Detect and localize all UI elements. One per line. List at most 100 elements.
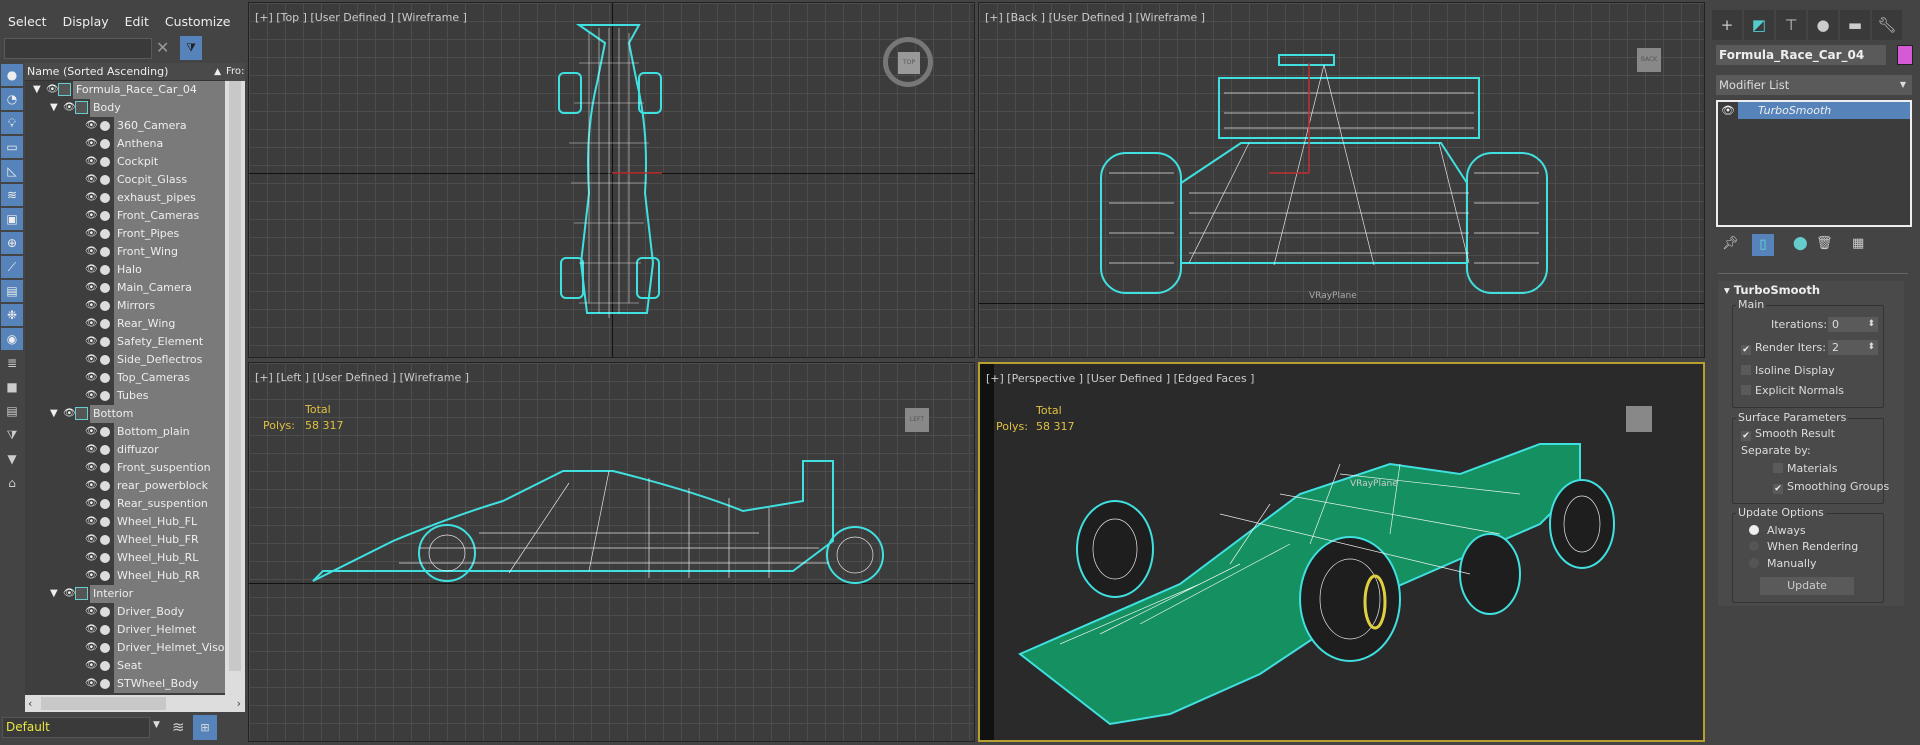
visibility-eye-icon[interactable]: 👁︎ [85, 462, 98, 473]
cameras-filter-icon[interactable]: ▭ [1, 136, 23, 158]
visibility-eye-icon[interactable]: 👁︎ [63, 102, 76, 113]
frozen-column-header[interactable]: Fro: [225, 63, 245, 81]
tree-row[interactable]: 👁︎Bottom_plain [25, 423, 225, 441]
viewport-label[interactable]: [+] [Perspective ] [User Defined ] [Edge… [986, 372, 1255, 385]
visibility-eye-icon[interactable]: 👁︎ [85, 192, 98, 203]
tree-row[interactable]: 👁︎rear_powerblock [25, 477, 225, 495]
viewport-top[interactable]: [+] [Top ] [User Defined ] [Wireframe ] … [248, 2, 975, 358]
expand-caret-icon[interactable]: ▼ [33, 84, 41, 95]
modifier-list-dropdown[interactable]: Modifier List▼ [1716, 75, 1912, 95]
visibility-eye-icon[interactable]: 👁︎ [85, 660, 98, 671]
isoline-display-checkbox[interactable]: Isoline Display [1741, 364, 1835, 377]
visibility-eye-icon[interactable]: 👁︎ [46, 84, 59, 95]
spacewarps-filter-icon[interactable]: ≋ [1, 184, 23, 206]
select-all-icon[interactable]: ■ [1, 376, 23, 398]
hscroll-thumb[interactable] [41, 697, 166, 710]
viewport-left[interactable]: [+] [Left ] [User Defined ] [Wireframe ]… [248, 362, 975, 742]
invert-icon[interactable]: ▤ [1, 400, 23, 422]
filter-icon[interactable]: ⧩ [180, 36, 202, 60]
visibility-eye-icon[interactable]: 👁︎ [85, 480, 98, 491]
visibility-eye-icon[interactable]: 👁︎ [85, 444, 98, 455]
tree-row[interactable]: 👁︎Safety_Element [25, 333, 225, 351]
particles-filter-icon[interactable]: ❉ [1, 304, 23, 326]
visibility-eye-icon[interactable]: 👁︎ [85, 534, 98, 545]
utilities-tab-icon[interactable]: 🔧︎ [1872, 10, 1902, 40]
render-iters-spinner[interactable]: 2 [1828, 340, 1878, 355]
viewcube[interactable] [1626, 406, 1652, 432]
tree-row[interactable]: 👁︎Mirrors [25, 297, 225, 315]
visibility-eye-icon[interactable]: 👁︎ [85, 570, 98, 581]
tree-row[interactable]: ▼👁︎Formula_Race_Car_04 [25, 81, 225, 99]
manually-radio[interactable]: Manually [1749, 557, 1817, 570]
visibility-eye-icon[interactable]: 👁︎ [85, 390, 98, 401]
tree-row[interactable]: 👁︎Main_Camera [25, 279, 225, 297]
smoothing-groups-checkbox[interactable]: ✔Smoothing Groups [1773, 480, 1889, 494]
tree-row[interactable]: 👁︎360_Camera [25, 117, 225, 135]
when-rendering-radio[interactable]: When Rendering [1749, 540, 1858, 553]
bones-filter-icon[interactable]: ⟋ [1, 256, 23, 278]
viewport-back[interactable]: [+] [Back ] [User Defined ] [Wireframe ]… [978, 2, 1705, 358]
viewport-label[interactable]: [+] [Back ] [User Defined ] [Wireframe ] [985, 11, 1206, 24]
tree-row[interactable]: 👁︎Front_Wing [25, 243, 225, 261]
visibility-eye-icon[interactable]: 👁︎ [85, 138, 98, 149]
visibility-eye-icon[interactable]: 👁︎ [85, 300, 98, 311]
pin-stack-icon[interactable]: 📌︎ [1722, 236, 1739, 251]
tree-row[interactable]: 👁︎Top_Cameras [25, 369, 225, 387]
scroll-right-icon[interactable]: › [236, 697, 241, 710]
tree-row[interactable]: 👁︎Tubes [25, 387, 225, 405]
iterations-spinner[interactable]: 0 [1828, 317, 1878, 332]
tree-row[interactable]: 👁︎Driver_Body [25, 603, 225, 621]
modify-tab-icon[interactable]: ◩ [1744, 10, 1774, 40]
visibility-eye-icon[interactable]: 👁︎ [85, 318, 98, 329]
viewcube[interactable]: LEFT [905, 408, 929, 432]
menu-select[interactable]: Select [8, 14, 47, 29]
object-color-swatch[interactable] [1897, 45, 1913, 65]
layer-dropdown[interactable]: Default [2, 717, 150, 738]
visibility-eye-icon[interactable]: 👁︎ [85, 264, 98, 275]
visibility-eye-icon[interactable]: 👁︎ [85, 246, 98, 257]
name-column-header[interactable]: Name (Sorted Ascending)▲ [25, 63, 225, 81]
tree-row[interactable]: 👁︎Wheel_Hub_FL [25, 513, 225, 531]
tree-row[interactable]: 👁︎Anthena [25, 135, 225, 153]
object-name-field[interactable]: Formula_Race_Car_04 [1716, 45, 1886, 65]
menu-customize[interactable]: Customize [164, 14, 231, 29]
layers-icon[interactable]: ≋ [172, 718, 185, 736]
motion-tab-icon[interactable]: ● [1808, 10, 1838, 40]
tree-row[interactable]: ▼👁︎Bottom [25, 405, 225, 423]
tree-row[interactable]: 👁︎Rear_Wing [25, 315, 225, 333]
visibility-eye-icon[interactable]: 👁︎ [85, 174, 98, 185]
scroll-left-icon[interactable]: ‹ [28, 697, 33, 710]
tree-row[interactable]: 👁︎Front_suspention [25, 459, 225, 477]
hierarchy-tab-icon[interactable]: ⊤ [1776, 10, 1806, 40]
eye-icon[interactable]: 👁︎ [1718, 102, 1738, 119]
visibility-eye-icon[interactable]: 👁︎ [85, 426, 98, 437]
visibility-eye-icon[interactable]: 👁︎ [85, 156, 98, 167]
viewcube[interactable]: TOP [898, 52, 920, 74]
menu-edit[interactable]: Edit [124, 14, 149, 29]
tree-row[interactable]: ▼👁︎Body [25, 99, 225, 117]
visibility-eye-icon[interactable]: 👁︎ [85, 228, 98, 239]
tree-row[interactable]: 👁︎Cockpit [25, 153, 225, 171]
tree-row[interactable]: 👁︎Wheel_Hub_RR [25, 567, 225, 585]
lights-filter-icon[interactable]: 💡︎ [1, 112, 23, 134]
rollout-header[interactable]: ▾ TurboSmooth [1724, 283, 1821, 297]
explicit-normals-checkbox[interactable]: Explicit Normals [1741, 384, 1844, 397]
viewport-perspective[interactable]: [+] [Perspective ] [User Defined ] [Edge… [978, 362, 1705, 742]
tree-row[interactable]: 👁︎Side_Deflectros [25, 351, 225, 369]
funnel-icon[interactable]: ⧩ [1, 424, 23, 446]
tree-row[interactable]: 👁︎exhaust_pipes [25, 189, 225, 207]
display-list-icon[interactable]: ≣ [1, 352, 23, 374]
materials-checkbox[interactable]: Materials [1773, 462, 1837, 475]
xrefs-filter-icon[interactable]: ⊕ [1, 232, 23, 254]
dropdown-arrow-icon[interactable]: ▼ [153, 720, 160, 730]
visibility-eye-icon[interactable]: 👁︎ [85, 552, 98, 563]
update-button[interactable]: Update [1760, 577, 1854, 595]
smooth-result-checkbox[interactable]: ✔Smooth Result [1741, 427, 1835, 441]
viewcube[interactable]: BACK [1637, 48, 1661, 72]
tree-row[interactable]: 👁︎Wheel_Hub_FR [25, 531, 225, 549]
make-unique-icon[interactable]: ⬤ [1793, 236, 1808, 251]
visibility-eye-icon[interactable]: 👁︎ [85, 624, 98, 635]
visibility-eye-icon[interactable]: 👁︎ [85, 354, 98, 365]
always-radio[interactable]: Always [1749, 524, 1806, 537]
render-iters-checkbox[interactable]: ✔Render Iters: [1741, 341, 1826, 355]
